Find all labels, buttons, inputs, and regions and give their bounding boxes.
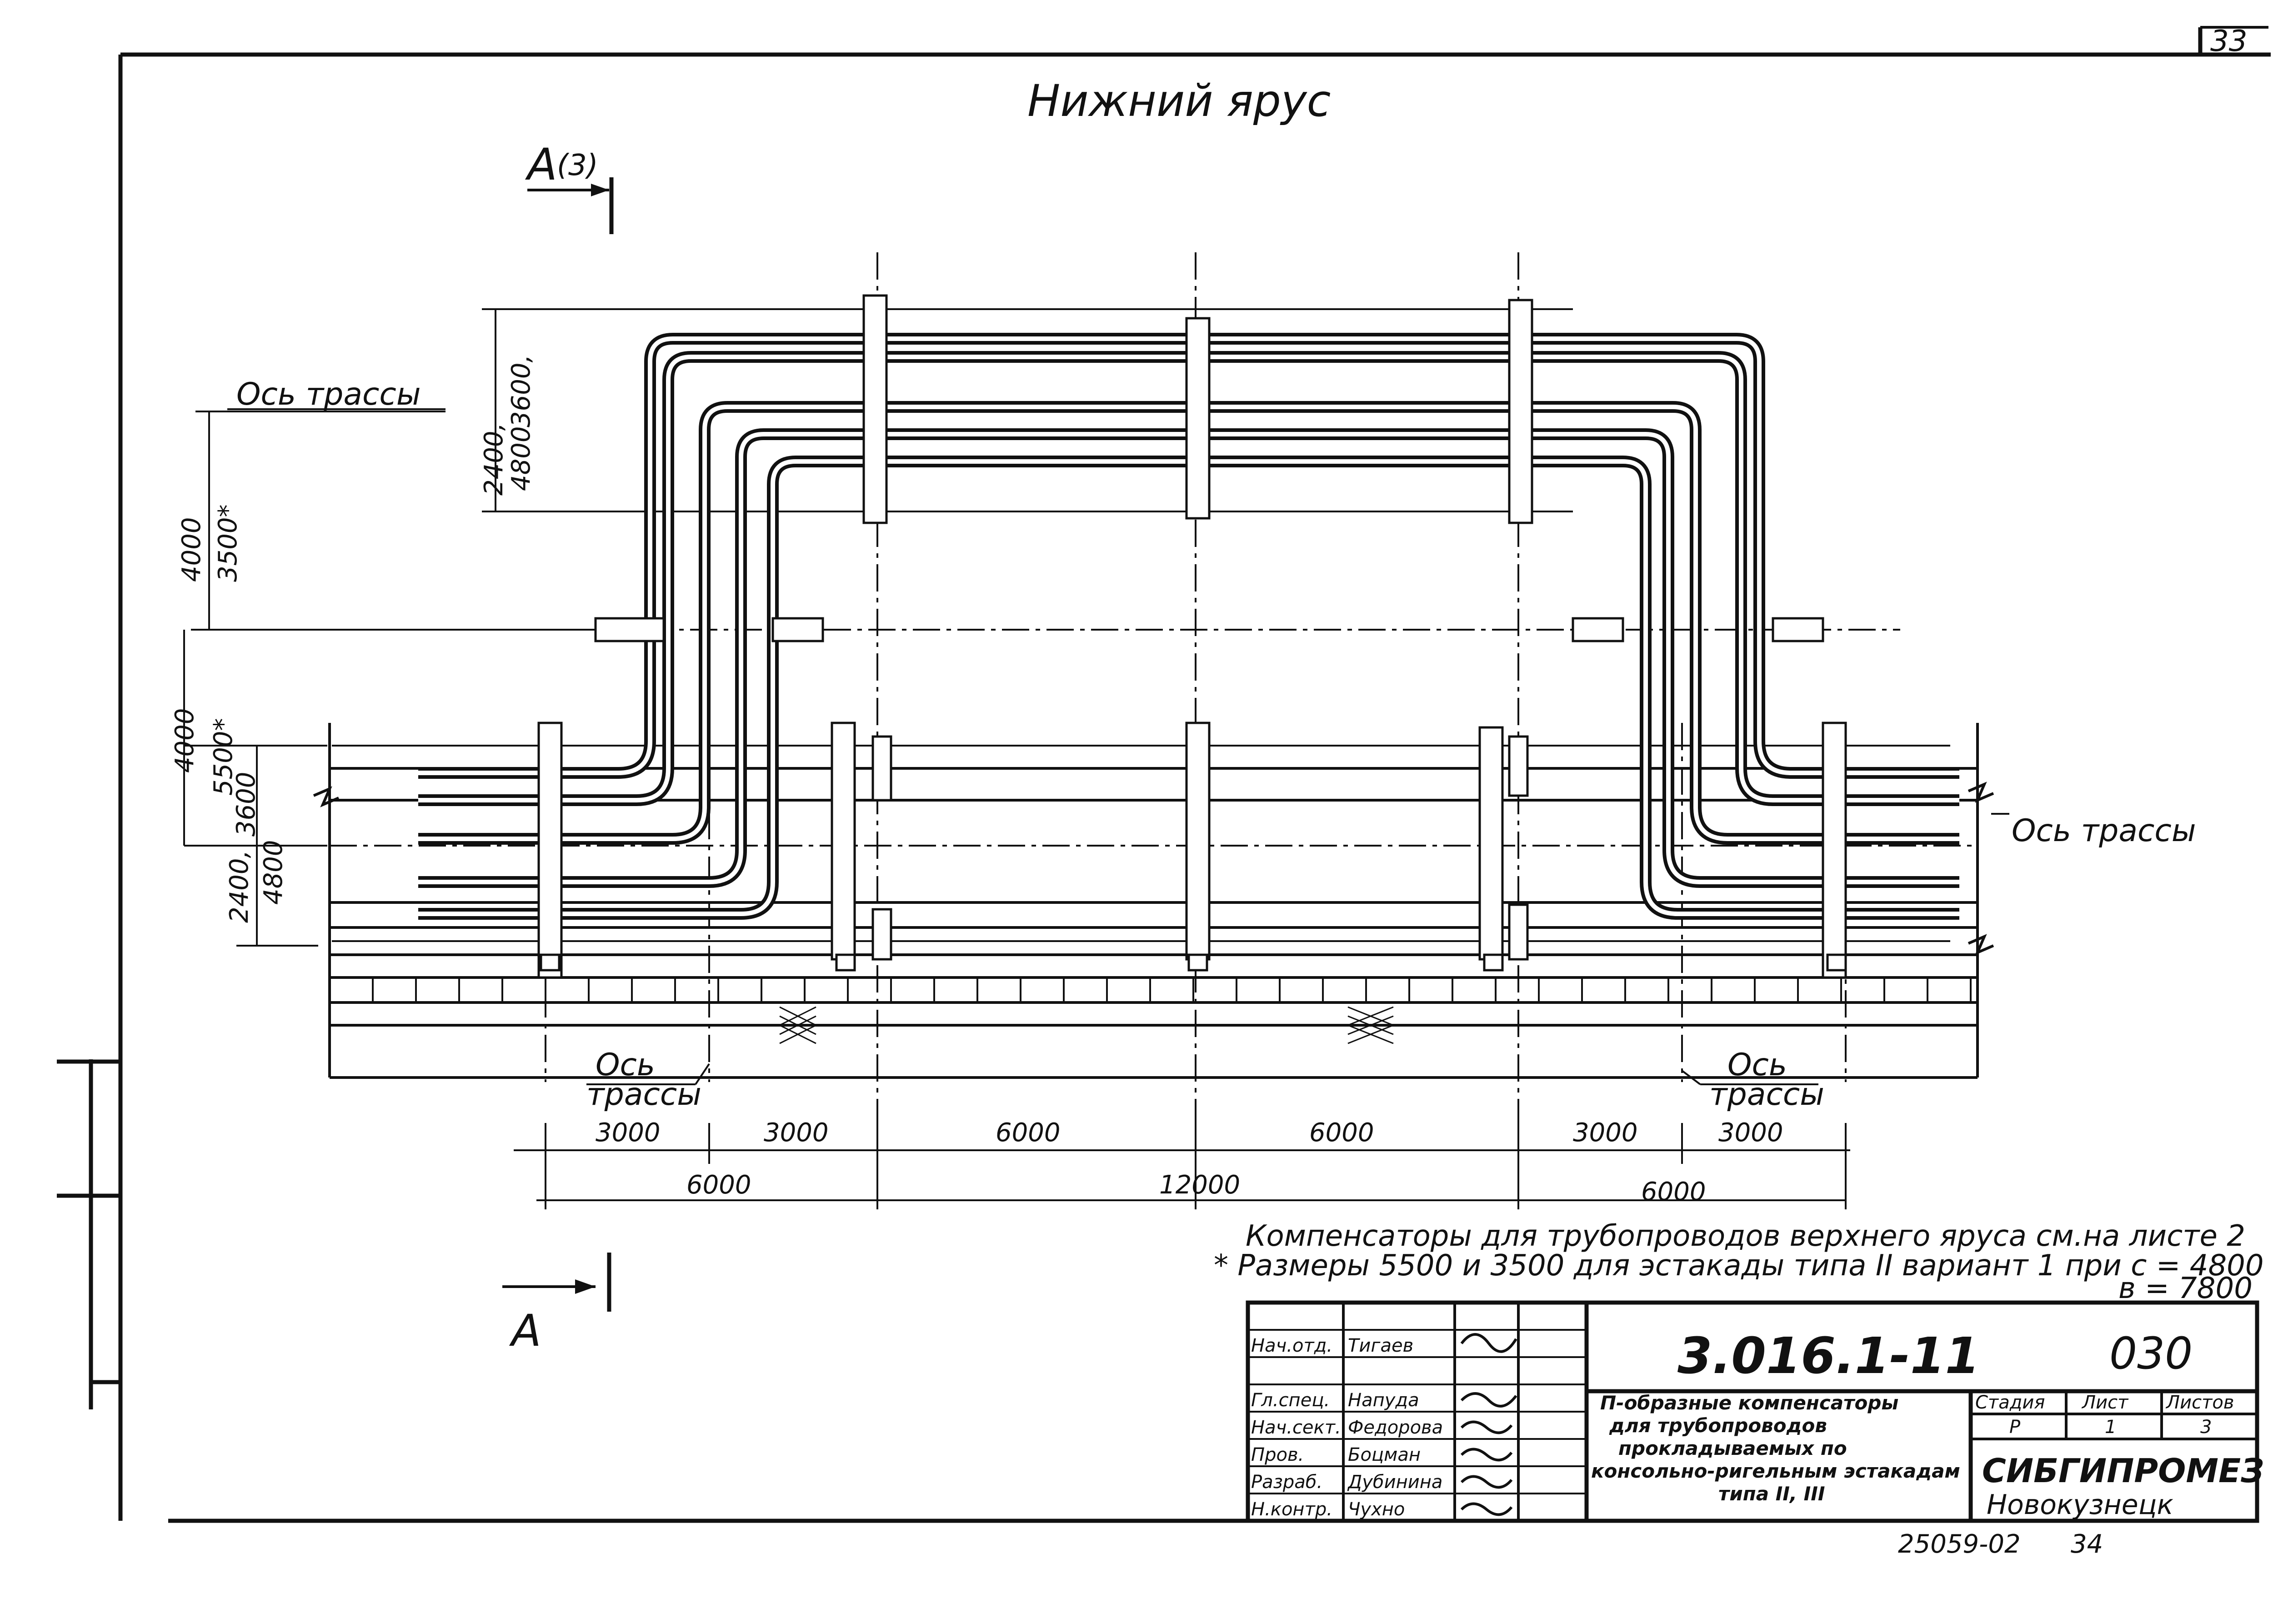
archive-number: 25059-02 <box>1898 1529 2021 1559</box>
sheet-value: 1 <box>2105 1417 2116 1438</box>
axis-label-bottom-right-2: трассы <box>1709 1077 1824 1113</box>
sig-role-3: Нач.сект. <box>1251 1417 1341 1438</box>
sig-role-4: Пров. <box>1251 1444 1304 1465</box>
signature-scribbles <box>1460 1333 1517 1516</box>
sig-role-1: Нач.отд. <box>1251 1335 1332 1356</box>
dim-left-lower-c: 3600 <box>231 772 261 837</box>
sig-role-5: Разраб. <box>1251 1472 1322 1493</box>
dim-bottom-4: 6000 <box>1309 1118 1374 1148</box>
dim-row-2: 6000 12000 6000 <box>686 1170 1706 1207</box>
sheet-frame <box>57 26 2271 1523</box>
dim-left-lower-e: 4800 <box>259 840 288 905</box>
sheet-number: 33 <box>2210 25 2247 58</box>
title-block <box>1246 1300 2259 1523</box>
note-line-2: * Размеры 5500 и 3500 для эстакады типа … <box>1214 1249 2264 1283</box>
sig-name-5: Дубинина <box>1347 1472 1442 1493</box>
dim-left-upper-b: 3500* <box>213 504 243 582</box>
description-line-3: прокладываемых по <box>1618 1437 1847 1459</box>
section-mark-bottom <box>502 1253 611 1312</box>
document-number: 030 <box>2109 1328 2193 1379</box>
dim-top-a: 2400, <box>479 423 509 496</box>
sig-name-2: Напуда <box>1348 1390 1419 1411</box>
left-dimensions <box>183 308 591 947</box>
dim-bottom-8: 12000 <box>1159 1170 1240 1200</box>
break-marks <box>313 782 1994 955</box>
supports <box>537 294 1847 979</box>
hatch-mark-left <box>779 1006 816 1044</box>
axis-lines <box>200 252 1978 1205</box>
sig-role-2: Гл.спец. <box>1251 1390 1330 1411</box>
archive-page: 34 <box>2071 1529 2103 1559</box>
dim-bottom-6: 3000 <box>1718 1118 1783 1148</box>
brick-band <box>329 977 1972 1002</box>
axis-label-left: Ось трассы <box>236 376 421 412</box>
sheet-header: Лист <box>2081 1392 2129 1413</box>
sheets-value: 3 <box>2200 1417 2212 1438</box>
axis-label-bottom-left-2: трассы <box>586 1077 701 1113</box>
section-label-bottom: А <box>509 1305 541 1356</box>
stage-value: Р <box>2009 1417 2021 1438</box>
axis-bottom-left-leader <box>695 1063 710 1085</box>
drawing-title: Нижний ярус <box>1027 75 1331 126</box>
section-ref-top: (3) <box>557 149 598 182</box>
bottom-dimensions <box>514 1123 1850 1209</box>
description-line-5: типа II, III <box>1718 1483 1825 1505</box>
dim-bottom-5: 3000 <box>1573 1118 1638 1148</box>
dim-left-lower-d: 2400, <box>225 850 254 923</box>
dim-top-c: 4800 <box>506 426 536 491</box>
axis-label-bottom-right-1: Ось <box>1727 1047 1787 1083</box>
section-mark-top <box>527 177 614 234</box>
sig-name-1: Тигаев <box>1348 1335 1413 1356</box>
document-code: 3.016.1-11 <box>1677 1327 1980 1385</box>
dim-bottom-7: 6000 <box>686 1170 751 1200</box>
dim-bottom-2: 3000 <box>764 1118 829 1148</box>
document-description: П-образные компенсаторы для трубопроводо… <box>1591 1392 1960 1505</box>
hatch-mark-right <box>1347 1006 1394 1044</box>
note-line-1: Компенсаторы для трубопроводов верхнего … <box>1246 1219 2245 1253</box>
dim-left-lower-b: 5500* <box>209 718 238 796</box>
axis-bottom-right-leader <box>1681 1070 1701 1085</box>
stage-header: Стадия <box>1975 1392 2045 1413</box>
sig-name-3: Федорова <box>1348 1417 1443 1438</box>
sig-name-4: Боцман <box>1348 1444 1421 1465</box>
organization: СИБГИПРОМЕЗ <box>1982 1452 2264 1490</box>
description-line-4: консольно-ригельным эстакадам <box>1591 1460 1960 1482</box>
section-label-top: А <box>525 139 557 190</box>
sig-role-6: Н.контр. <box>1251 1499 1332 1520</box>
dim-left-lower-a: 4000 <box>170 708 200 773</box>
signature-rows: Нач.отд. Тигаев Гл.спец. Напуда Нач.сект… <box>1251 1335 1443 1520</box>
dim-top-b: 3600, <box>506 355 536 427</box>
sheets-header: Листов <box>2165 1392 2234 1413</box>
dim-bottom-9: 6000 <box>1641 1177 1706 1207</box>
dim-row-1: 3000 3000 6000 6000 3000 3000 <box>596 1118 1783 1148</box>
description-line-1: П-образные компенсаторы <box>1600 1392 1898 1414</box>
sig-name-6: Чухно <box>1348 1499 1405 1520</box>
description-line-2: для трубопроводов <box>1609 1414 1827 1437</box>
dim-bottom-3: 6000 <box>996 1118 1061 1148</box>
note-line-3: в = 7800 <box>2118 1272 2253 1305</box>
axis-label-bottom-left-1: Ось <box>596 1047 655 1083</box>
organization-city: Новокузнецк <box>1987 1489 2173 1521</box>
axis-label-right: Ось трассы <box>2012 813 2196 849</box>
dim-left-upper-a: 4000 <box>177 517 206 582</box>
dim-bottom-1: 3000 <box>596 1118 661 1148</box>
